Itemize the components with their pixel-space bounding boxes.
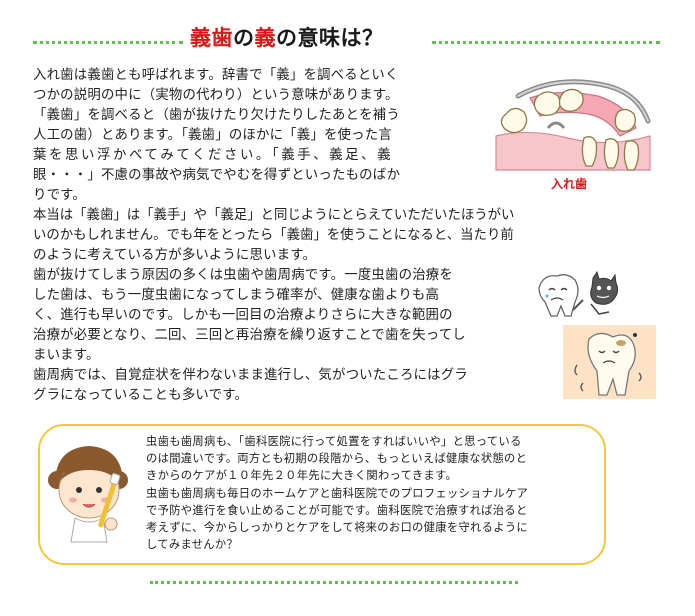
article-line: グラになっていることも多いです。 bbox=[33, 388, 249, 403]
advice-line: のは間違いです。両方とも初期の段階から、もっといえば健康な状態のと bbox=[146, 452, 528, 466]
article-line: した歯は、もう一度虫歯になってしまう確率が、健康な歯よりも高 bbox=[33, 288, 440, 303]
advice-line: 虫歯も歯周病も、「歯科医院に行って処置をすればいいや」と思っている bbox=[146, 435, 522, 448]
article-line: 本当は「義歯」は「義手」や「義足」と同じようにとらえていただいたほうがい bbox=[33, 208, 515, 223]
article-line: りです。 bbox=[33, 188, 87, 203]
child-with-toothbrush-icon bbox=[48, 446, 128, 543]
article-line: く、進行も早いのです。しかも一回目の治療よりさらに大きな範囲の bbox=[33, 308, 453, 323]
article-line: 人工の歯）とあります。「義歯」のほかに「義」を使った言 bbox=[33, 128, 392, 143]
title-part-meaning: の意味は？ bbox=[276, 26, 384, 50]
title-part-no: の bbox=[233, 26, 255, 50]
title-part-gishi: 義歯 bbox=[190, 26, 233, 50]
article-line: つかの説明の中に（実物の代わり）という意味があります。 bbox=[33, 88, 399, 103]
page-title: 義歯の義の意味は？ bbox=[190, 22, 430, 56]
advice-line: 考えずに、今からしっかりとケアをして将来のお口の健康を守れるように bbox=[146, 521, 529, 534]
partial-denture-icon bbox=[495, 79, 651, 171]
advice-line: してみませんか？ bbox=[146, 538, 239, 552]
article-line: 歯が抜けてしまう原因の多くは虫歯や歯周病です。一度虫歯の治療を bbox=[33, 268, 453, 283]
article-line: 治療が必要となり、二回、三回と再治療を繰り返すことで歯を失ってし bbox=[33, 328, 466, 343]
article-line: 入れ歯は義歯とも呼ばれます。辞書で「義」を調べるといく bbox=[33, 68, 399, 83]
article-line: 歯周病では、自覚症状を伴わないまま進行し、気がついたころにはグラ bbox=[33, 368, 468, 383]
advice-box bbox=[38, 424, 606, 565]
title-divider-right bbox=[432, 41, 660, 44]
article-line: まいます。 bbox=[33, 348, 100, 363]
article-line: 「義歯」を調べると（歯が抜けたり欠けたりしたあとを補う bbox=[33, 108, 400, 123]
article-line: のように考えている方が多いように思います。 bbox=[33, 248, 317, 263]
crying-tooth-devil-icon bbox=[538, 270, 619, 317]
title-divider-left bbox=[33, 41, 183, 44]
advice-line: で予防や進行を食い止めることが可能です。歯科医院で治療すれば治ると bbox=[146, 503, 528, 517]
article-line: いのかもしれません。でも年をとったら「義歯」を使うことになると、当たり前 bbox=[33, 228, 514, 243]
decayed-tooth-icon bbox=[563, 325, 656, 399]
denture-caption: 入れ歯 bbox=[550, 177, 587, 191]
article-line: 眼・・・」不慮の事故や病気でやむを得ずといったものばか bbox=[33, 168, 401, 183]
advice-line: きからのケアが１０年先２０年先に大きく関わってきます。 bbox=[146, 469, 458, 483]
article-line: 葉を思い浮かべてみてください。「義手、義足、義 bbox=[33, 148, 394, 163]
footer-divider bbox=[150, 581, 518, 584]
title-part-gi: 義 bbox=[254, 26, 276, 50]
advice-line: 虫歯も歯周病も毎日のホームケアと歯科医院でのプロフェッショナルケア bbox=[146, 486, 529, 500]
